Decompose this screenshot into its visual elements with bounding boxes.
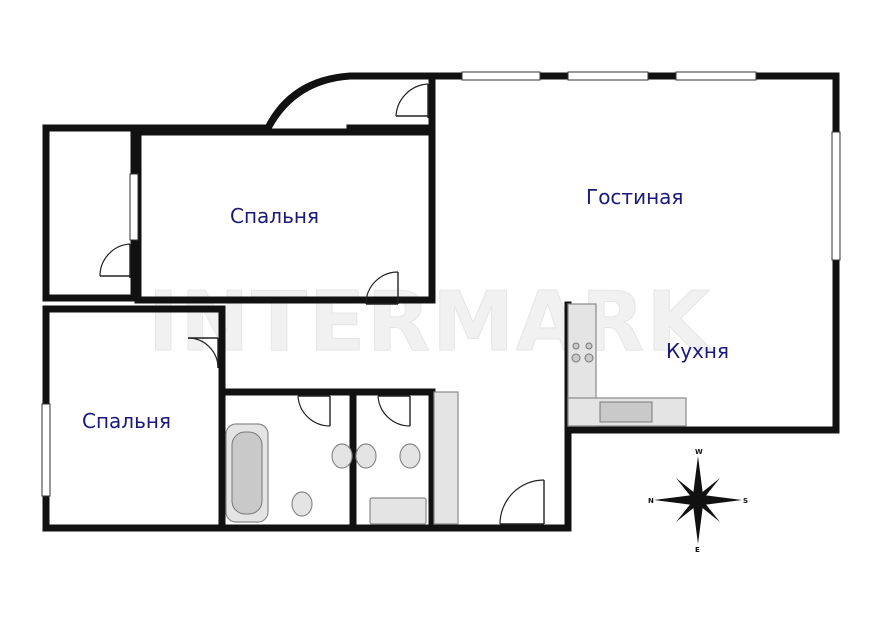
windows: [41, 71, 841, 497]
compass-east: E: [695, 546, 700, 554]
compass-south: S: [743, 497, 748, 505]
door-closet: [99, 243, 131, 278]
label-kitchen: Кухня: [666, 339, 729, 363]
kitchen-sink: [599, 401, 653, 423]
stove-burner-2: [584, 353, 594, 363]
window-closet: [129, 173, 139, 241]
door-bedroom-upper: [365, 271, 399, 305]
label-bedroom-upper: Спальня: [230, 204, 319, 228]
window-top-3: [675, 71, 757, 81]
door-entry-bottom: [499, 479, 545, 525]
compass-north: N: [648, 497, 654, 505]
toilet-wc: [399, 443, 421, 469]
window-right: [831, 131, 841, 261]
bathtub-inner: [231, 431, 263, 515]
label-living-room: Гостиная: [586, 185, 683, 209]
door-bedroom-lower: [187, 337, 219, 369]
doors: [99, 83, 545, 525]
window-top-2: [567, 71, 649, 81]
sink-wc: [369, 497, 427, 525]
label-bedroom-lower: Спальня: [82, 409, 171, 433]
stove-burner-3: [572, 342, 580, 350]
compass-rose: W E N S: [648, 448, 748, 554]
bathroom-fixtures: [225, 391, 459, 525]
stove-burner-1: [571, 353, 581, 363]
wall-column: [433, 391, 459, 525]
door-toilet: [377, 395, 411, 427]
stove-burner-4: [585, 342, 593, 350]
window-left-bedroom: [41, 403, 51, 497]
door-entrance-top: [395, 83, 429, 118]
sink-bathroom-2: [355, 443, 377, 469]
window-top-1: [461, 71, 541, 81]
toilet-bathroom: [291, 491, 313, 517]
kitchen-fixtures: [567, 303, 687, 427]
compass-west: W: [695, 448, 703, 456]
door-bathroom: [297, 395, 331, 427]
sink-bathroom: [331, 443, 353, 469]
